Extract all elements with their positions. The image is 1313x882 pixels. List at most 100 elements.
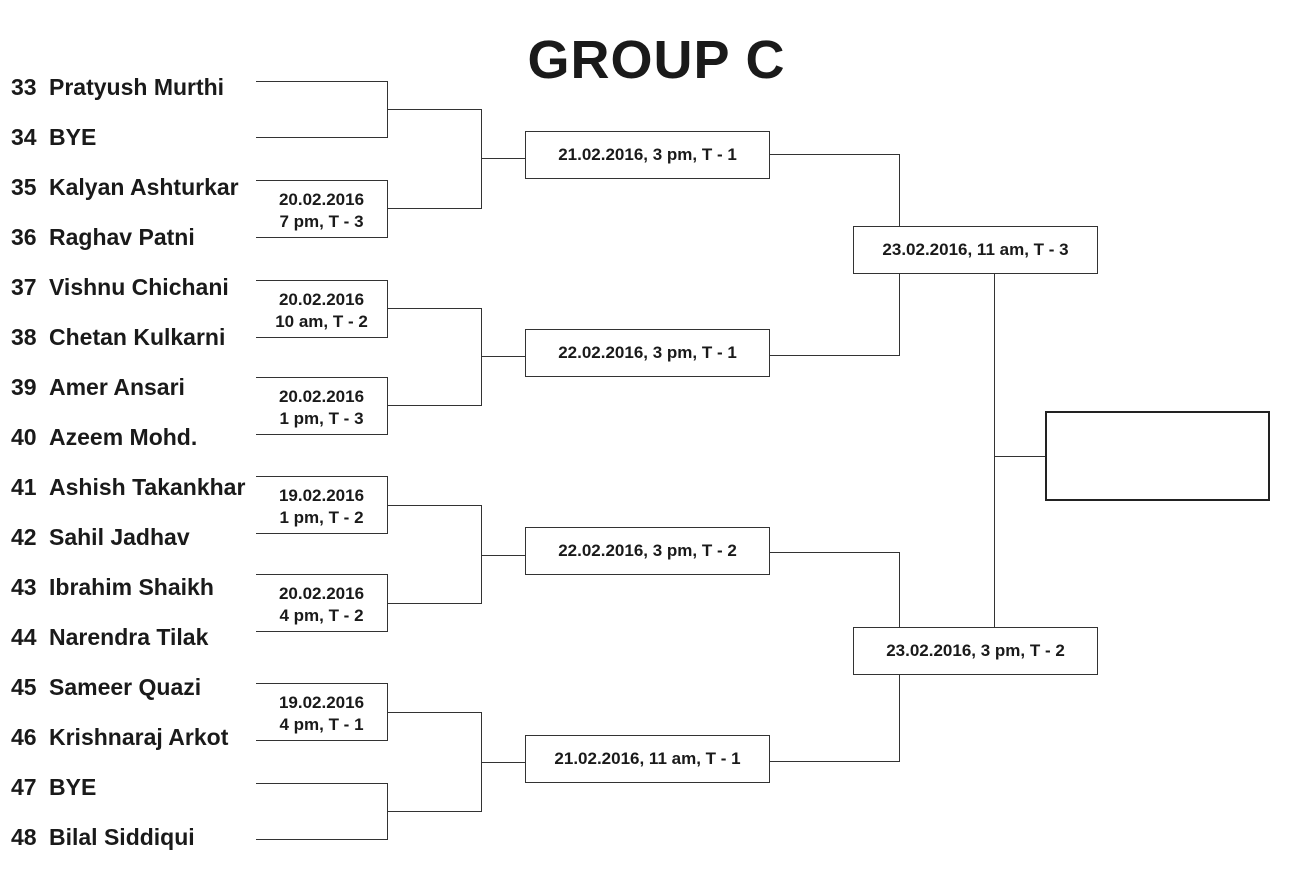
- player-seed: 44: [11, 624, 37, 650]
- player-seed: 34: [11, 124, 37, 150]
- player-entry: 48 Bilal Siddiqui: [11, 822, 195, 852]
- round3-match-box: 23.02.2016, 3 pm, T - 2: [853, 627, 1098, 675]
- match-time: 4 pm, T - 1: [279, 715, 364, 734]
- player-name: Ashish Takankhar: [49, 474, 246, 500]
- player-seed: 47: [11, 774, 37, 800]
- player-entry: 35 Kalyan Ashturkar: [11, 172, 239, 202]
- match-time: 1 pm, T - 3: [279, 409, 364, 428]
- player-entry: 37 Vishnu Chichani: [11, 272, 229, 302]
- player-entry: 33 Pratyush Murthi: [11, 72, 224, 102]
- player-name: Chetan Kulkarni: [49, 324, 226, 350]
- bracket-line: [256, 137, 388, 138]
- player-entry: 39 Amer Ansari: [11, 372, 185, 402]
- bracket-line: [769, 355, 900, 356]
- match-time: 1 pm, T - 2: [279, 508, 364, 527]
- player-entry: 40 Azeem Mohd.: [11, 422, 197, 452]
- player-name: Kalyan Ashturkar: [49, 174, 239, 200]
- player-seed: 36: [11, 224, 37, 250]
- bracket-line: [769, 552, 900, 553]
- bracket-line: [769, 761, 900, 762]
- player-name: Sameer Quazi: [49, 674, 202, 700]
- bracket-line: [256, 783, 388, 784]
- player-seed: 41: [11, 474, 37, 500]
- bracket-line: [994, 273, 995, 628]
- winner-box: [1045, 411, 1270, 501]
- round1-match-box: 19.02.2016 4 pm, T - 1: [256, 683, 388, 741]
- bracket-line: [481, 308, 482, 406]
- player-name: BYE: [49, 124, 97, 150]
- bracket-line: [481, 158, 525, 159]
- round2-match-box: 21.02.2016, 3 pm, T - 1: [525, 131, 770, 179]
- player-entry: 36 Raghav Patni: [11, 222, 195, 252]
- round2-match-box: 22.02.2016, 3 pm, T - 1: [525, 329, 770, 377]
- match-date: 20.02.2016: [278, 290, 365, 309]
- player-seed: 43: [11, 574, 37, 600]
- match-date: 19.02.2016: [278, 486, 365, 505]
- bracket-line: [387, 208, 482, 209]
- bracket-line: [899, 154, 900, 227]
- bracket-line: [481, 555, 525, 556]
- bracket-line: [387, 811, 482, 812]
- match-date: 20.02.2016: [278, 584, 365, 603]
- bracket-line: [256, 81, 388, 82]
- match-date: 19.02.2016: [278, 693, 365, 712]
- round1-match-box: 20.02.2016 10 am, T - 2: [256, 280, 388, 338]
- match-date: 20.02.2016: [278, 387, 365, 406]
- bracket-line: [481, 505, 482, 604]
- bracket-line: [481, 762, 525, 763]
- round2-match-box: 21.02.2016, 11 am, T - 1: [525, 735, 770, 783]
- match-time: 4 pm, T - 2: [279, 606, 364, 625]
- player-seed: 38: [11, 324, 37, 350]
- player-name: Ibrahim Shaikh: [49, 574, 214, 600]
- player-seed: 46: [11, 724, 37, 750]
- bracket-line: [387, 712, 482, 713]
- player-seed: 33: [11, 74, 37, 100]
- bracket-line: [387, 109, 482, 110]
- bracket-line: [899, 552, 900, 628]
- round3-match-box: 23.02.2016, 11 am, T - 3: [853, 226, 1098, 274]
- match-time: 10 am, T - 2: [275, 312, 368, 331]
- player-seed: 45: [11, 674, 37, 700]
- bracket-line: [899, 673, 900, 762]
- player-name: Raghav Patni: [49, 224, 195, 250]
- player-name: Sahil Jadhav: [49, 524, 190, 550]
- page-title: GROUP C: [527, 30, 786, 90]
- bracket-line: [899, 272, 900, 356]
- player-seed: 39: [11, 374, 37, 400]
- player-entry: 45 Sameer Quazi: [11, 672, 201, 702]
- player-name: Azeem Mohd.: [49, 424, 198, 450]
- bracket-line: [481, 109, 482, 209]
- player-entry: 38 Chetan Kulkarni: [11, 322, 225, 352]
- bracket-line: [387, 308, 482, 309]
- bracket-line: [769, 154, 900, 155]
- player-seed: 35: [11, 174, 37, 200]
- round1-match-box: 20.02.2016 4 pm, T - 2: [256, 574, 388, 632]
- bracket-line: [481, 356, 525, 357]
- player-entry: 41 Ashish Takankhar: [11, 472, 245, 502]
- player-name: Amer Ansari: [49, 374, 185, 400]
- player-entry: 47 BYE: [11, 772, 96, 802]
- bracket-line: [387, 603, 482, 604]
- bracket-line: [387, 505, 482, 506]
- player-name: Krishnaraj Arkot: [49, 724, 229, 750]
- match-date: 20.02.2016: [278, 190, 365, 209]
- player-seed: 37: [11, 274, 37, 300]
- bracket-line: [256, 839, 388, 840]
- round1-match-box: 19.02.2016 1 pm, T - 2: [256, 476, 388, 534]
- player-entry: 46 Krishnaraj Arkot: [11, 722, 228, 752]
- player-entry: 34 BYE: [11, 122, 96, 152]
- round1-match-box: 20.02.2016 1 pm, T - 3: [256, 377, 388, 435]
- player-name: Vishnu Chichani: [49, 274, 229, 300]
- player-entry: 42 Sahil Jadhav: [11, 522, 190, 552]
- player-name: Narendra Tilak: [49, 624, 209, 650]
- round2-match-box: 22.02.2016, 3 pm, T - 2: [525, 527, 770, 575]
- player-name: Bilal Siddiqui: [49, 824, 195, 850]
- player-seed: 48: [11, 824, 37, 850]
- player-seed: 42: [11, 524, 37, 550]
- bracket-line: [994, 456, 1045, 457]
- player-name: Pratyush Murthi: [49, 74, 225, 100]
- player-seed: 40: [11, 424, 37, 450]
- player-entry: 43 Ibrahim Shaikh: [11, 572, 214, 602]
- player-name: BYE: [49, 774, 97, 800]
